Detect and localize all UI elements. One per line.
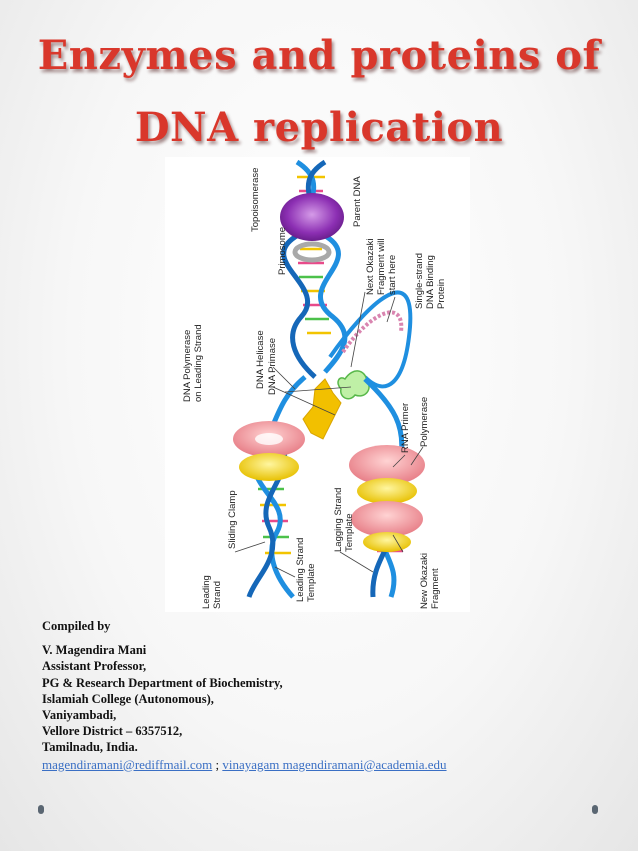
label-dna-primase: DNA Primase xyxy=(267,338,278,395)
email-link[interactable]: magendiramani@rediffmail.com xyxy=(42,756,213,772)
label-primosome: Primosome xyxy=(277,227,288,275)
decorative-dot-left xyxy=(38,805,44,814)
author-name: V. Magendira Mani xyxy=(42,643,147,658)
leading-sliding-clamp xyxy=(239,453,299,481)
ssb-protein-beads xyxy=(341,310,404,354)
label-topoisomerase: Topoisomerase xyxy=(250,168,261,232)
label-sliding-clamp: Sliding Clamp xyxy=(227,490,238,549)
label-polymerase: Polymerase xyxy=(419,397,430,447)
lagging-clamp-lower xyxy=(363,532,411,552)
label-leading-template-2: Template xyxy=(306,563,317,602)
label-ssb-1: Single-strand xyxy=(414,253,425,309)
academia-link[interactable]: vinayagam magendiramani@academia.edu xyxy=(222,756,447,772)
title-line-2: DNA replication xyxy=(134,104,504,151)
compiled-by-label: Compiled by xyxy=(42,619,111,633)
lagging-loop-strand xyxy=(328,290,413,389)
label-ssb-2: DNA Binding xyxy=(425,255,436,309)
author-college: Islamiah College (Autonomous), xyxy=(42,691,214,706)
leading-strand-helix xyxy=(246,375,307,599)
lagging-sliding-clamp xyxy=(357,478,417,504)
label-dna-helicase: DNA Helicase xyxy=(255,330,266,389)
lagging-polymerase-upper xyxy=(349,445,425,485)
author-state: Tamilnadu, India. xyxy=(42,740,138,755)
author-department: PG & Research Department of Biochemistry… xyxy=(42,675,283,690)
label-new-okazaki-1: New Okazaki xyxy=(419,553,430,609)
link-separator: ; xyxy=(212,756,223,772)
label-leading-strand-2: Strand xyxy=(212,581,223,609)
label-rna-primer: RNA Primer xyxy=(400,403,411,453)
author-position: Assistant Professor, xyxy=(42,659,147,674)
label-parent-dna: Parent DNA xyxy=(352,176,363,227)
label-ssb-3: Protein xyxy=(436,279,447,309)
lagging-polymerase-lower xyxy=(351,501,423,537)
label-new-okazaki-2: Fragment xyxy=(430,568,441,609)
primosome-ring xyxy=(292,241,332,263)
label-lagging-template-2: Template xyxy=(344,513,355,552)
credits-block: Compiled by V. Magendira Mani Assistant … xyxy=(42,618,602,773)
replication-fork-illustration: Topoisomerase Primosome Parent DNA Next … xyxy=(182,159,447,609)
title-line-1: Enzymes and proteins of xyxy=(37,32,601,79)
label-leading-template-1: Leading Strand xyxy=(295,538,306,602)
label-pointers xyxy=(234,291,424,578)
label-next-okazaki-1: Next Okazaki xyxy=(365,239,376,296)
dna-primase-enzyme xyxy=(337,370,370,400)
label-next-okazaki-2: Fragment will xyxy=(376,239,387,296)
author-district: Vellore District – 6357512, xyxy=(42,724,183,739)
topoisomerase-enzyme xyxy=(280,193,344,241)
contact-links: magendiramani@rediffmail.com ; vinayagam… xyxy=(42,757,602,773)
label-next-okazaki-3: start here xyxy=(387,255,398,295)
author-town: Vaniyambadi, xyxy=(42,708,117,723)
decorative-dot-right xyxy=(592,805,598,814)
dna-replication-diagram: Topoisomerase Primosome Parent DNA Next … xyxy=(165,157,470,612)
label-lagging-template-1: Lagging Strand xyxy=(333,488,344,552)
label-dna-pol-leading-2: on Leading Strand xyxy=(193,324,204,402)
leading-polymerase-hole xyxy=(255,433,283,445)
label-leading-strand-1: Leading xyxy=(201,575,212,609)
label-dna-pol-leading-1: DNA Polymerase xyxy=(182,330,193,402)
